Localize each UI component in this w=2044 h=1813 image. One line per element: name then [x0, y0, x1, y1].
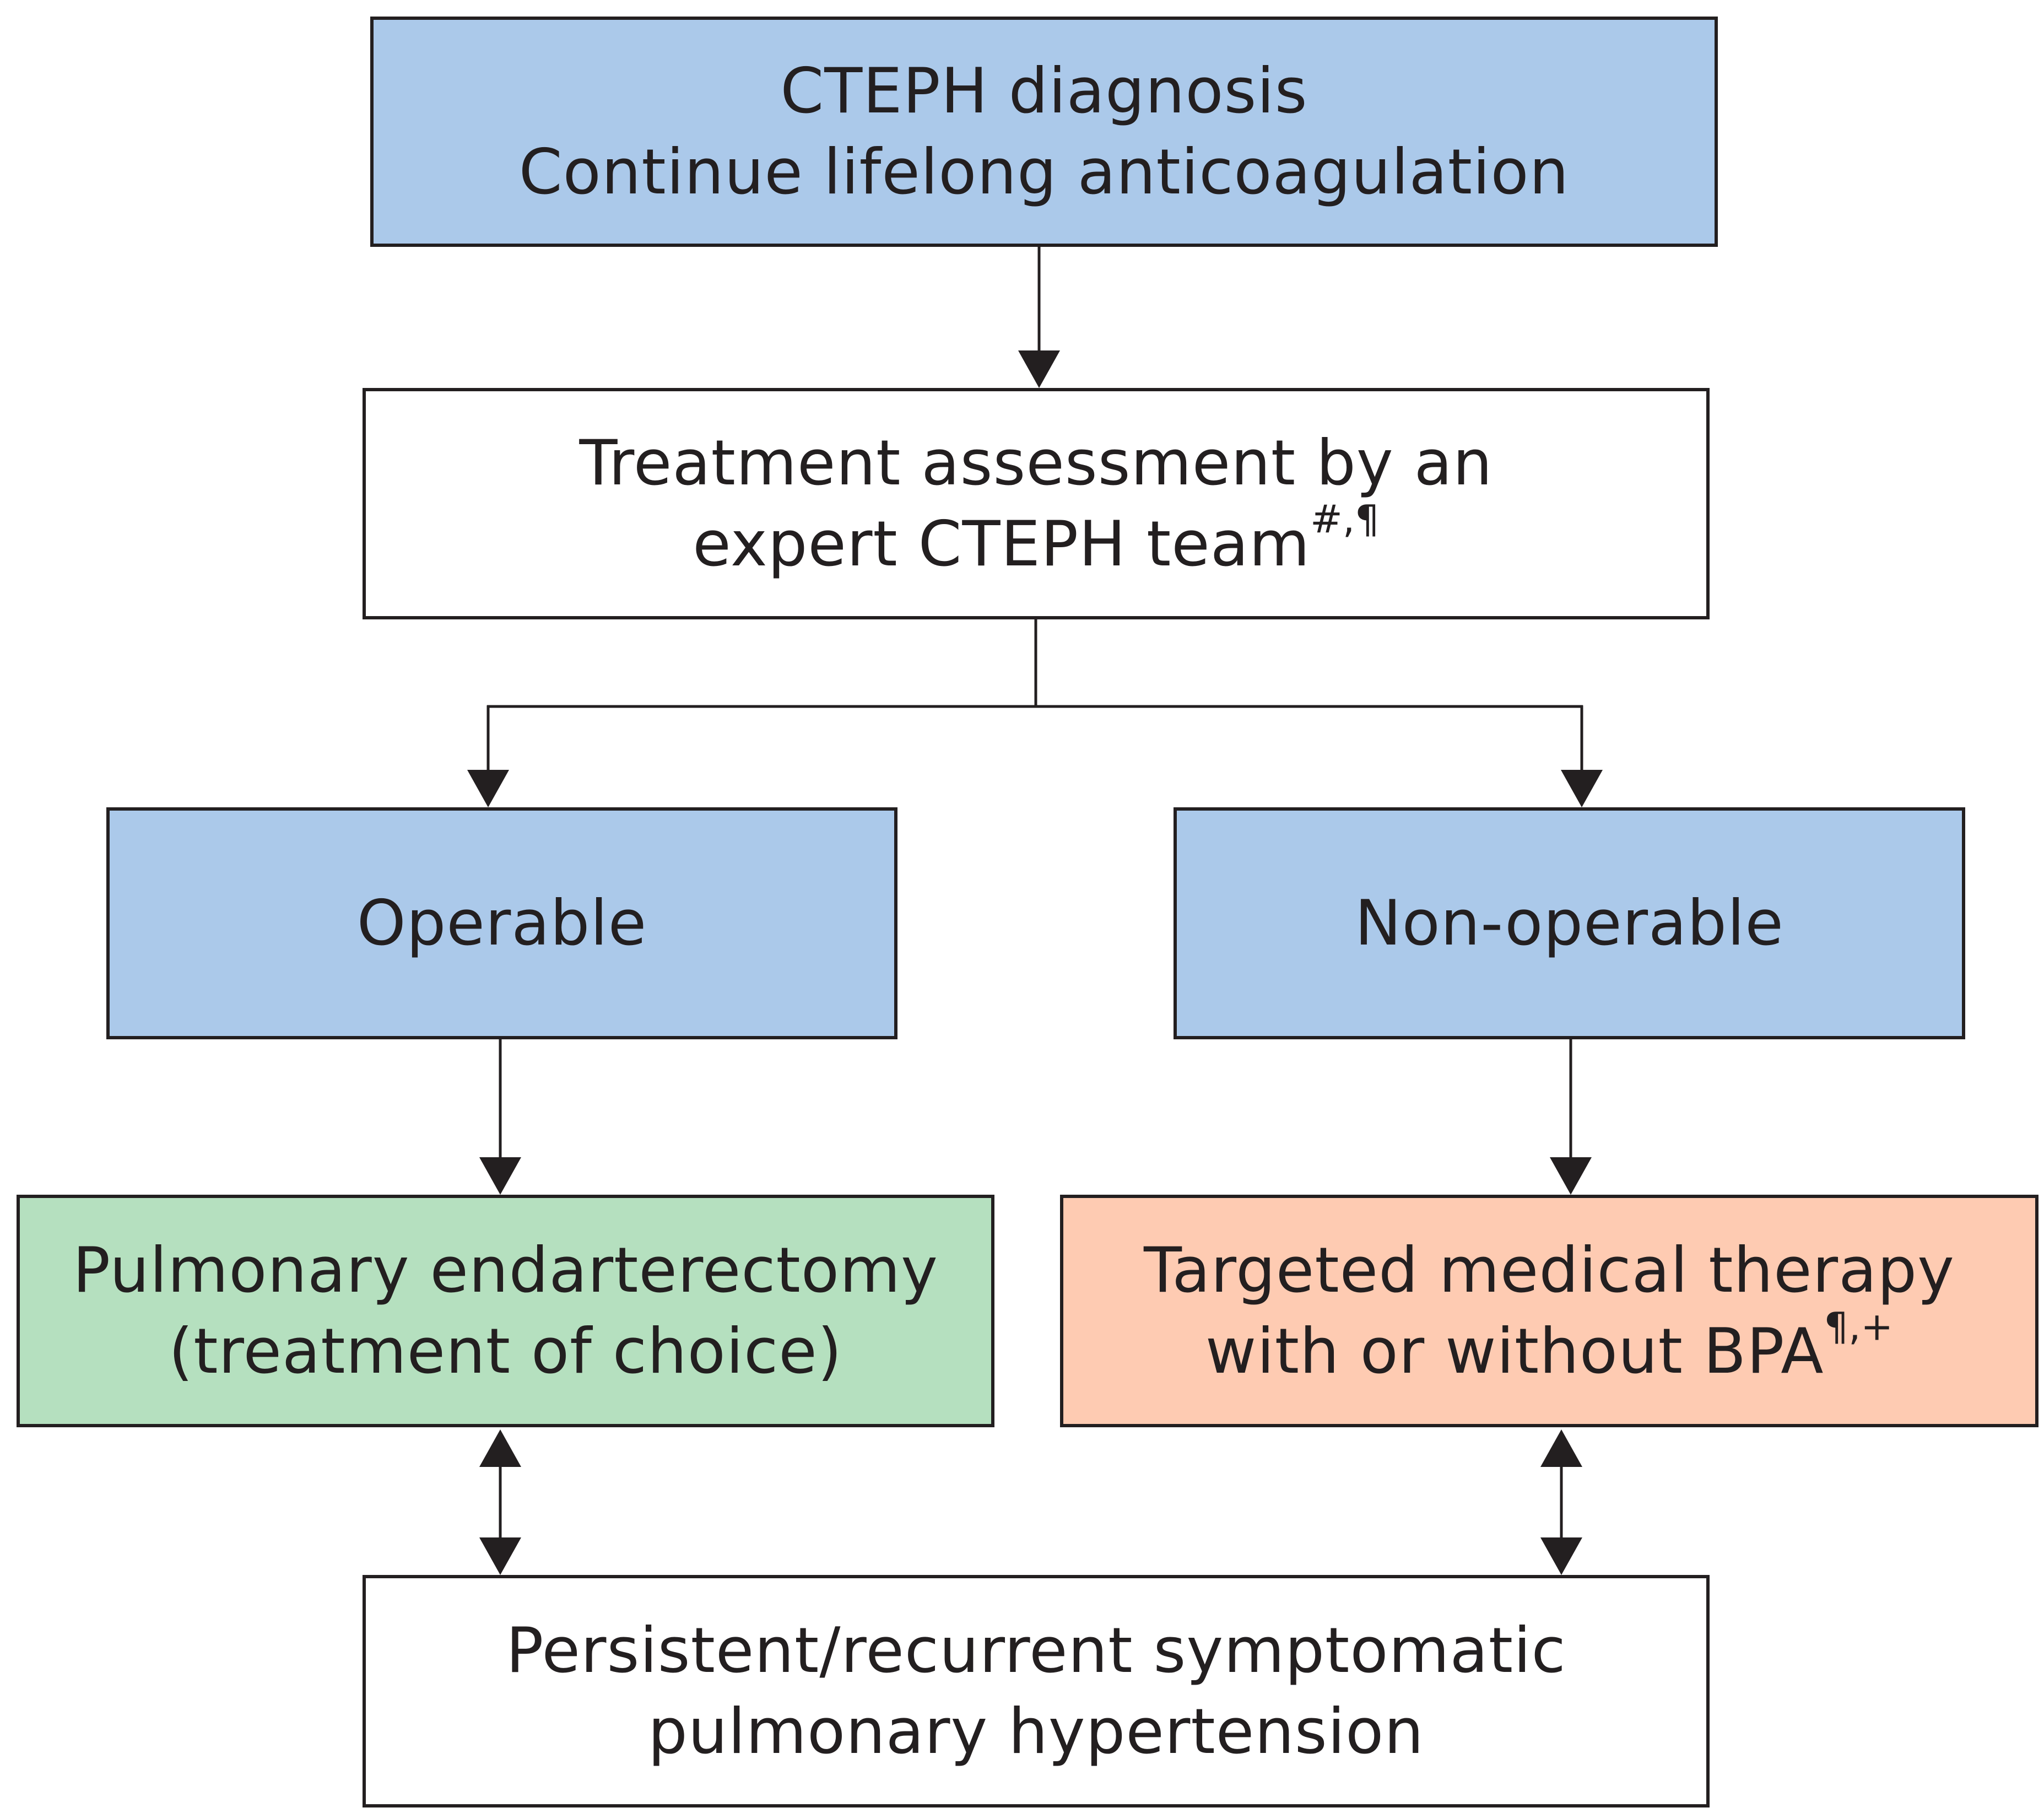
node-persistent-recurrent-ph: Persistent/recurrent symptomatic pulmona… — [363, 1575, 1710, 1807]
edge-assessment-to-operable — [467, 705, 509, 807]
node-treatment-assessment: Treatment assessment by an expert CTEPH … — [363, 388, 1710, 619]
node-cteph-diagnosis-line-1: CTEPH diagnosis — [780, 55, 1308, 128]
edge-assessment-to-non-operable — [1561, 705, 1603, 807]
node-pulmonary-endarterectomy-line-2: (treatment of choice) — [169, 1315, 842, 1388]
node-treatment-assessment-line-2-text: expert CTEPH team — [693, 508, 1311, 580]
footnote-markers-assessment: #,¶ — [1310, 497, 1380, 542]
node-targeted-medical-therapy-line-2: with or without BPA¶,+ — [1144, 1307, 1955, 1392]
node-persistent-recurrent-ph-line-2: pulmonary hypertension — [648, 1695, 1424, 1768]
edge-pea-persistent-bidirectional — [479, 1429, 521, 1575]
node-cteph-diagnosis-text: CTEPH diagnosis Continue lifelong antico… — [497, 51, 1591, 213]
node-targeted-medical-therapy-text: Targeted medical therapy with or without… — [1122, 1230, 1977, 1392]
node-non-operable-label: Non-operable — [1355, 887, 1784, 960]
node-non-operable: Non-operable — [1174, 807, 1965, 1039]
node-pulmonary-endarterectomy-line-1: Pulmonary endarterectomy — [73, 1234, 938, 1307]
edge-medical-persistent-bidirectional — [1540, 1429, 1582, 1575]
node-treatment-assessment-text: Treatment assessment by an expert CTEPH … — [558, 423, 1515, 585]
edge-assessment-branch-trunk — [487, 619, 1583, 708]
node-targeted-medical-therapy: Targeted medical therapy with or without… — [1060, 1195, 2038, 1427]
footnote-markers-medical: ¶,+ — [1824, 1304, 1894, 1350]
node-persistent-recurrent-ph-text: Persistent/recurrent symptomatic pulmona… — [484, 1610, 1588, 1772]
node-pulmonary-endarterectomy: Pulmonary endarterectomy (treatment of c… — [17, 1195, 994, 1427]
edge-diagnosis-to-assessment — [1018, 247, 1060, 388]
node-targeted-medical-therapy-line-2-text: with or without BPA — [1205, 1315, 1824, 1388]
edge-operable-to-pea — [479, 1039, 521, 1195]
node-operable: Operable — [106, 807, 897, 1039]
node-treatment-assessment-line-1: Treatment assessment by an — [579, 427, 1493, 500]
node-operable-label: Operable — [356, 887, 647, 960]
node-cteph-diagnosis: CTEPH diagnosis Continue lifelong antico… — [370, 17, 1718, 247]
node-targeted-medical-therapy-line-1: Targeted medical therapy — [1144, 1234, 1955, 1307]
node-persistent-recurrent-ph-line-1: Persistent/recurrent symptomatic — [506, 1614, 1566, 1687]
node-treatment-assessment-line-2: expert CTEPH team#,¶ — [580, 500, 1493, 585]
node-cteph-diagnosis-line-2: Continue lifelong anticoagulation — [518, 136, 1570, 208]
edge-non-operable-to-medical — [1550, 1039, 1592, 1195]
node-pulmonary-endarterectomy-text: Pulmonary endarterectomy (treatment of c… — [51, 1230, 960, 1392]
